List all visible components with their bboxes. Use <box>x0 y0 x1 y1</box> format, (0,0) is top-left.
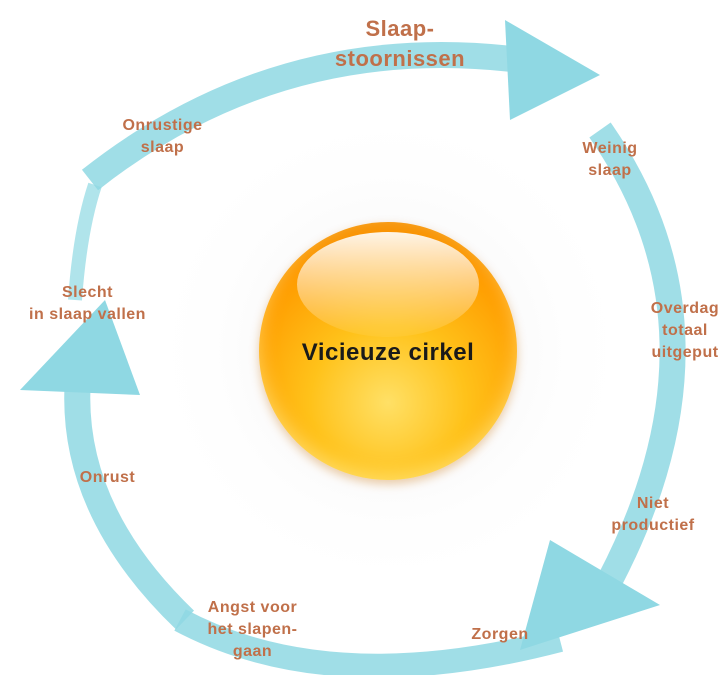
node-niet-productief: Niet productief <box>611 495 695 534</box>
node-angst-voor-slapen: Angst voor het slapen- gaan <box>207 599 298 660</box>
orb-gloss <box>297 232 479 337</box>
center-label: Vicieuze cirkel <box>301 339 475 366</box>
node-onrustige-slaap: Onrustige slaap <box>122 117 203 156</box>
node-overdag-uitgeput: Overdag totaal uitgeput <box>650 300 720 361</box>
node-weinig-slaap: Weinig slaap <box>582 140 638 179</box>
arrow-top <box>81 20 600 191</box>
center-orb: Vicieuze cirkel <box>259 222 517 480</box>
node-onrust: Onrust <box>79 469 136 486</box>
node-slaapstoornissen: Slaap- stoornissen <box>334 16 466 71</box>
arrow-right <box>520 122 686 650</box>
node-zorgen: Zorgen <box>471 626 529 643</box>
arrow-bottom <box>174 609 564 675</box>
arrow-left <box>20 300 195 630</box>
arrow-upper-left <box>68 182 102 301</box>
node-slecht-in-slaap-vallen: Slecht in slaap vallen <box>29 284 146 323</box>
